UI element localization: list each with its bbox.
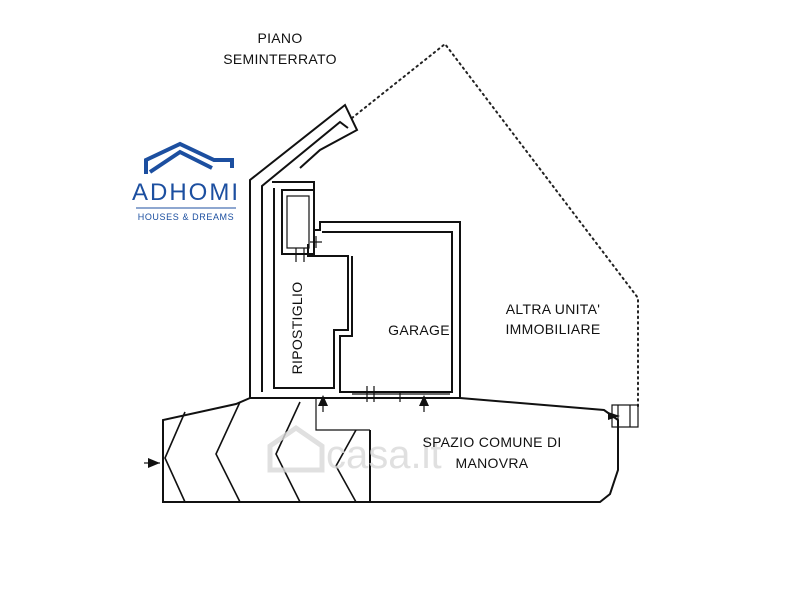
logo: ADHOMI HOUSES & DREAMS — [132, 141, 240, 222]
ripostiglio-walls — [250, 181, 461, 399]
stair-wall-outer — [249, 103, 359, 398]
floor-label-line2: SEMINTERRATO — [223, 51, 337, 67]
house-icon — [267, 424, 325, 473]
room-label-other-unit-1: ALTRA UNITA' — [506, 301, 600, 317]
room-label-common-1: SPAZIO COMUNE DI — [422, 434, 561, 450]
adjacent-unit-boundary — [351, 42, 639, 411]
watermark: casa.it — [267, 424, 442, 477]
watermark-text: casa.it — [326, 433, 442, 477]
logo-tagline: HOUSES & DREAMS — [138, 212, 235, 222]
parking-chevron-2 — [215, 401, 241, 503]
garage-walls — [322, 231, 453, 393]
stair-wall-inner — [261, 120, 349, 392]
logo-name: ADHOMI — [132, 179, 240, 206]
room-label-garage: GARAGE — [388, 322, 450, 338]
logo-roof-icon — [144, 141, 234, 174]
room-label-ripostiglio: RIPOSTIGLIO — [289, 282, 305, 375]
cupboard-inner — [286, 195, 310, 249]
parking-chevron-4 — [335, 429, 357, 503]
room-label-common-2: MANOVRA — [456, 455, 529, 471]
room-label-other-unit-2: IMMOBILIARE — [505, 321, 600, 337]
parking-chevron-3 — [275, 401, 301, 503]
entry-wall — [315, 398, 370, 431]
parking-chevron-1 — [164, 411, 186, 503]
ripostiglio-inner — [273, 188, 349, 389]
entry-arrow-side — [608, 412, 620, 420]
floor-label-line1: PIANO — [257, 30, 302, 46]
